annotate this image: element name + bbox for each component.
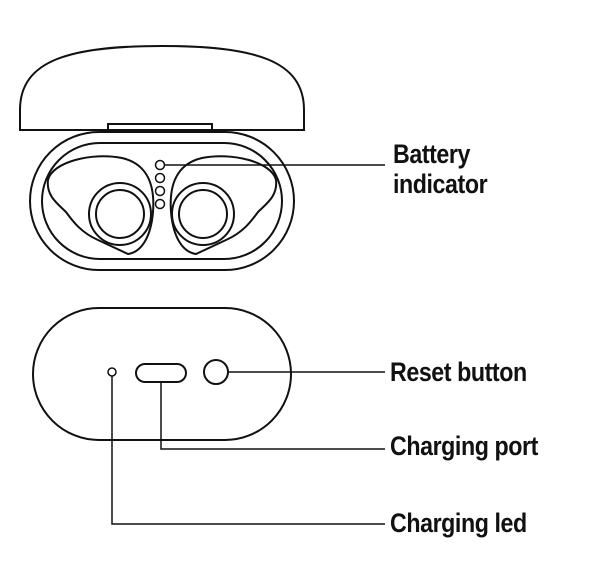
case-lid [19, 44, 305, 131]
case-hinge [107, 123, 213, 130]
left-earbud-icon [46, 155, 155, 256]
earbud-case-back-icon [32, 307, 292, 441]
charging-port-icon [135, 363, 187, 383]
battery-indicator-dots [154, 159, 166, 210]
charging-led-leader [111, 376, 385, 525]
battery-indicator-label-line2: indicator [393, 169, 488, 199]
case-base-outer [29, 131, 295, 271]
reset-button-icon [203, 359, 229, 385]
charging-led-icon [107, 367, 117, 377]
earbud-case-open-icon [19, 44, 305, 271]
battery-indicator-label-line1: Battery [393, 139, 471, 169]
case-back-body [32, 307, 292, 441]
reset-button-label: Reset button [390, 357, 527, 387]
right-earbud-icon [169, 155, 278, 256]
case-base-inner [41, 142, 283, 260]
charging-led-label: Charging led [390, 508, 527, 538]
charging-port-leader [160, 382, 385, 450]
charging-port-label: Charging port [390, 431, 538, 461]
